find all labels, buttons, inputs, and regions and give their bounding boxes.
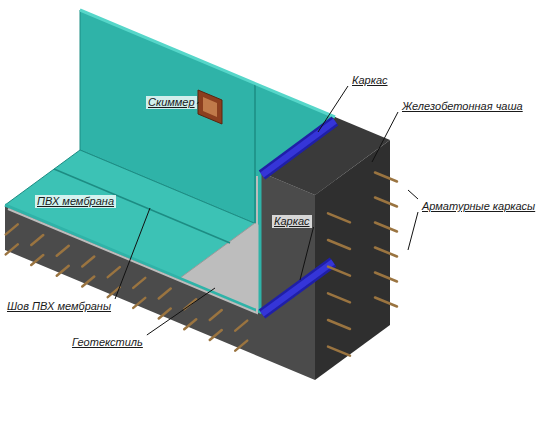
rebar: [328, 347, 350, 356]
rebar: [6, 224, 18, 234]
rebar: [375, 173, 397, 182]
leader-line: [115, 208, 150, 299]
leader-line: [300, 227, 314, 280]
part-label: Каркас: [272, 215, 312, 228]
part-label: Железобетонная чаша: [400, 100, 525, 113]
leader-line: [147, 288, 215, 335]
rebar: [57, 266, 69, 276]
frame-profile: [262, 262, 333, 314]
leader-line: [318, 86, 348, 132]
leader-line: [408, 190, 418, 199]
membrane-seam: [254, 83, 256, 223]
rebar: [375, 298, 397, 307]
membrane-top-edge: [80, 10, 335, 117]
frame-profile: [262, 262, 333, 314]
rebar: [57, 246, 69, 256]
rebar: [375, 223, 397, 232]
rebar: [235, 341, 247, 351]
rebar: [210, 330, 222, 340]
rebar: [210, 310, 222, 320]
rebar: [328, 240, 350, 249]
skimmer: [198, 90, 222, 124]
rebar: [31, 255, 43, 265]
concrete-section: [5, 172, 315, 380]
part-label: Шов ПВХ мембраны: [5, 300, 113, 313]
skimmer-opening: [203, 97, 217, 117]
rebar: [328, 213, 350, 222]
rebar: [375, 248, 397, 257]
rebar: [184, 319, 196, 329]
rebar: [159, 289, 171, 299]
concrete-outer-face: [315, 140, 390, 380]
frame-profile: [262, 121, 335, 175]
part-label: ПВХ мембрана: [35, 195, 116, 208]
rebar: [133, 298, 145, 308]
leader-line: [372, 112, 398, 162]
rebar: [328, 293, 350, 302]
rebar: [6, 244, 18, 254]
rebar: [328, 320, 350, 329]
leader-line: [408, 212, 418, 250]
part-label: Геотекстиль: [70, 336, 145, 349]
frame-profile: [262, 121, 335, 175]
rebar-group: [6, 173, 397, 356]
rebar: [375, 198, 397, 207]
rebar: [82, 276, 94, 286]
rebar: [375, 273, 397, 282]
part-label: Арматурные каркасы: [420, 200, 537, 213]
rebar: [133, 278, 145, 288]
rebar: [108, 267, 120, 277]
part-label: Каркас: [350, 74, 390, 87]
rebar: [82, 256, 94, 266]
membrane-edge: [5, 172, 260, 312]
rebar: [235, 321, 247, 331]
rebar: [159, 309, 171, 319]
rebar: [328, 267, 350, 276]
part-label: Скиммер: [146, 96, 197, 109]
geotextile-edge: [8, 176, 257, 313]
rebar: [31, 235, 43, 245]
